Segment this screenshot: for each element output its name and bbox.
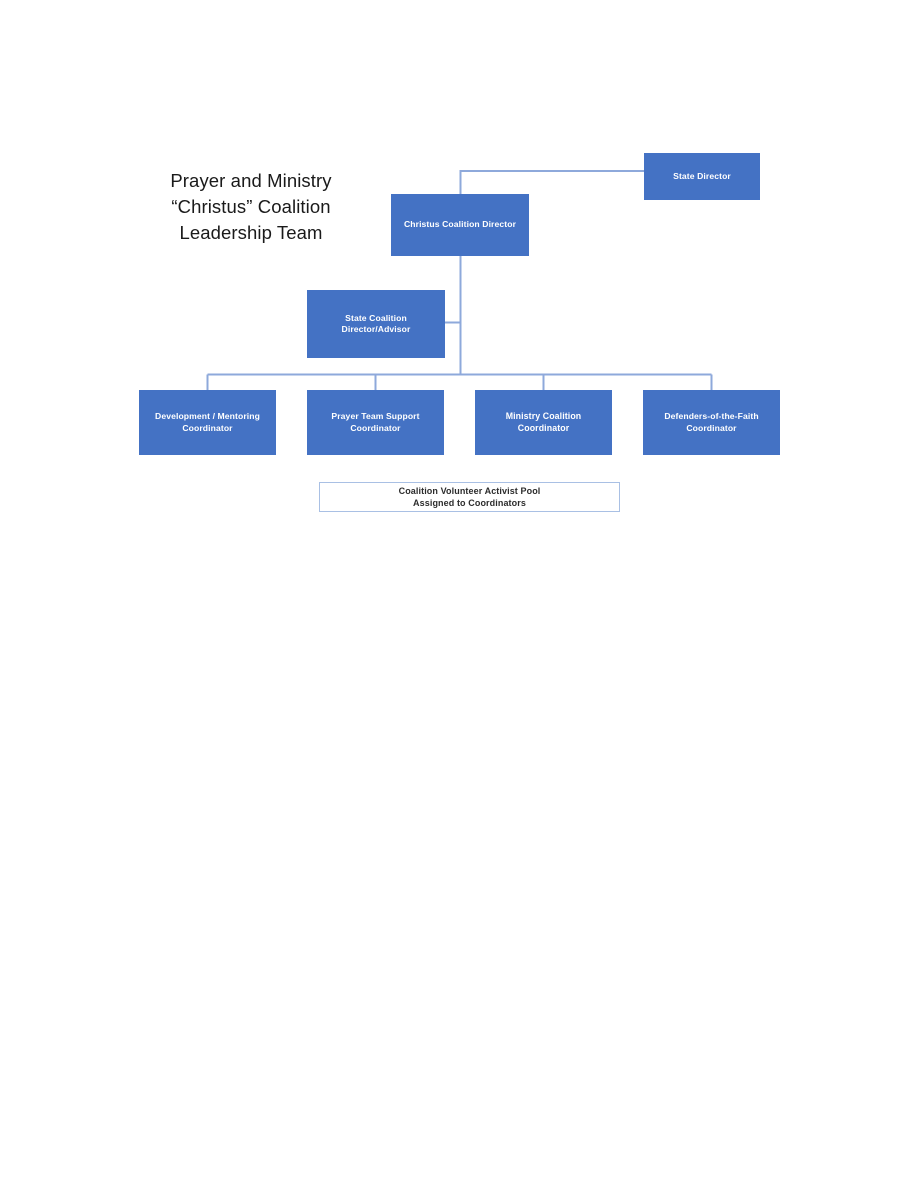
- node-prayer-team-support-coordinator-label: Prayer Team Support Coordinator: [331, 411, 420, 433]
- connector-christus-to-state-director: [459, 170, 644, 194]
- chart-title-line-1: Prayer and Ministry: [170, 170, 332, 191]
- node-ministry-coalition-coordinator-label: Ministry Coalition Coordinator: [505, 411, 582, 433]
- node-development-mentoring-coordinator-label: Development / Mentoring Coordinator: [155, 411, 260, 433]
- node-defenders-of-the-faith-coordinator-label: Defenders-of-the-Faith Coordinator: [664, 411, 759, 433]
- node-state-coalition-director-advisor-label: State Coalition Director/Advisor: [341, 312, 411, 335]
- node-coalition-volunteer-activist-pool-label: Coalition Volunteer Activist Pool Assign…: [398, 485, 541, 509]
- node-defenders-of-the-faith-coordinator[interactable]: Defenders-of-the-Faith Coordinator: [643, 390, 780, 455]
- chart-title-line-3: Leadership Team: [179, 222, 323, 243]
- node-state-director[interactable]: State Director: [644, 153, 760, 200]
- node-christus-coalition-director[interactable]: Christus Coalition Director: [391, 194, 529, 256]
- node-prayer-team-support-coordinator[interactable]: Prayer Team Support Coordinator: [307, 390, 444, 455]
- node-state-coalition-director-advisor[interactable]: State Coalition Director/Advisor: [307, 290, 445, 358]
- chart-title-line-2: “Christus” Coalition: [171, 196, 331, 217]
- node-ministry-coalition-coordinator[interactable]: Ministry Coalition Coordinator: [475, 390, 612, 455]
- chart-title: Prayer and Ministry “Christus” Coalition…: [140, 168, 362, 246]
- node-coalition-volunteer-activist-pool[interactable]: Coalition Volunteer Activist Pool Assign…: [319, 482, 620, 512]
- node-development-mentoring-coordinator[interactable]: Development / Mentoring Coordinator: [139, 390, 276, 455]
- node-christus-coalition-director-label: Christus Coalition Director: [403, 219, 517, 230]
- node-state-director-label: State Director: [673, 170, 731, 181]
